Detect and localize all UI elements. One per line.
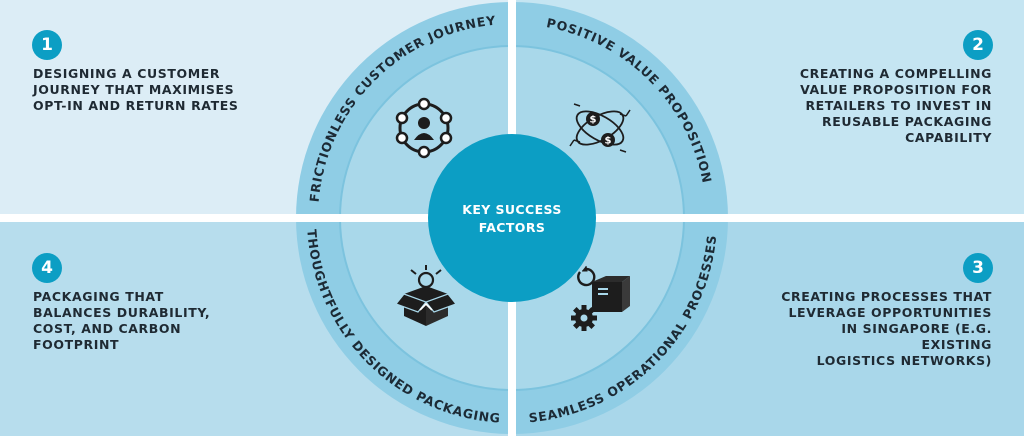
factor-4-line: COST, AND CARBON (33, 321, 182, 336)
factor-1-line: OPT-IN AND RETURN RATES (33, 98, 239, 113)
factor-2-line: VALUE PROPOSITION FOR (800, 82, 992, 97)
factor-number-badge-2: 2 (963, 30, 993, 60)
factor-2-line: CREATING A COMPELLING (799, 66, 992, 81)
factor-number-badge-1: 1 (32, 30, 62, 60)
factor-3-line: IN SINGAPORE (E.G. EXISTING (841, 321, 992, 352)
dollar-orbit-icon: $ $ (569, 103, 631, 153)
factor-3-line: LEVERAGE OPPORTUNITIES (788, 305, 992, 320)
factor-4-line: PACKAGING THAT (33, 289, 164, 304)
factor-description-3: CREATING PROCESSES THAT LEVERAGE OPPORTU… (772, 289, 992, 369)
factor-4-line: FOOTPRINT (33, 337, 120, 352)
factor-4-line: BALANCES DURABILITY, (33, 305, 211, 320)
factor-3-line: CREATING PROCESSES THAT (781, 289, 992, 304)
center-label-line-2: FACTORS (479, 220, 546, 235)
svg-text:$: $ (605, 136, 612, 147)
factor-number-badge-3: 3 (963, 253, 993, 283)
factor-description-2: CREATING A COMPELLING VALUE PROPOSITION … (772, 66, 992, 146)
factor-1-line: JOURNEY THAT MAXIMISES (33, 82, 235, 97)
factor-description-1: DESIGNING A CUSTOMER JOURNEY THAT MAXIMI… (33, 66, 263, 114)
factor-2-line: RETAILERS TO INVEST IN (805, 98, 992, 113)
factor-2-line: REUSABLE PACKAGING (821, 114, 992, 129)
factor-number-badge-4: 4 (32, 253, 62, 283)
customer-network-icon (395, 97, 453, 159)
factor-2-line: CAPABILITY (905, 130, 992, 145)
svg-text:$: $ (590, 115, 597, 126)
factor-3-line: LOGISTICS NETWORKS) (816, 353, 992, 368)
center-circle (428, 134, 596, 302)
box-gear-icon (571, 265, 630, 331)
idea-box-icon (395, 265, 457, 326)
factor-1-line: DESIGNING A CUSTOMER (33, 66, 221, 81)
factor-description-4: PACKAGING THAT BALANCES DURABILITY, COST… (33, 289, 233, 353)
center-label-line-1: KEY SUCCESS (462, 202, 562, 217)
